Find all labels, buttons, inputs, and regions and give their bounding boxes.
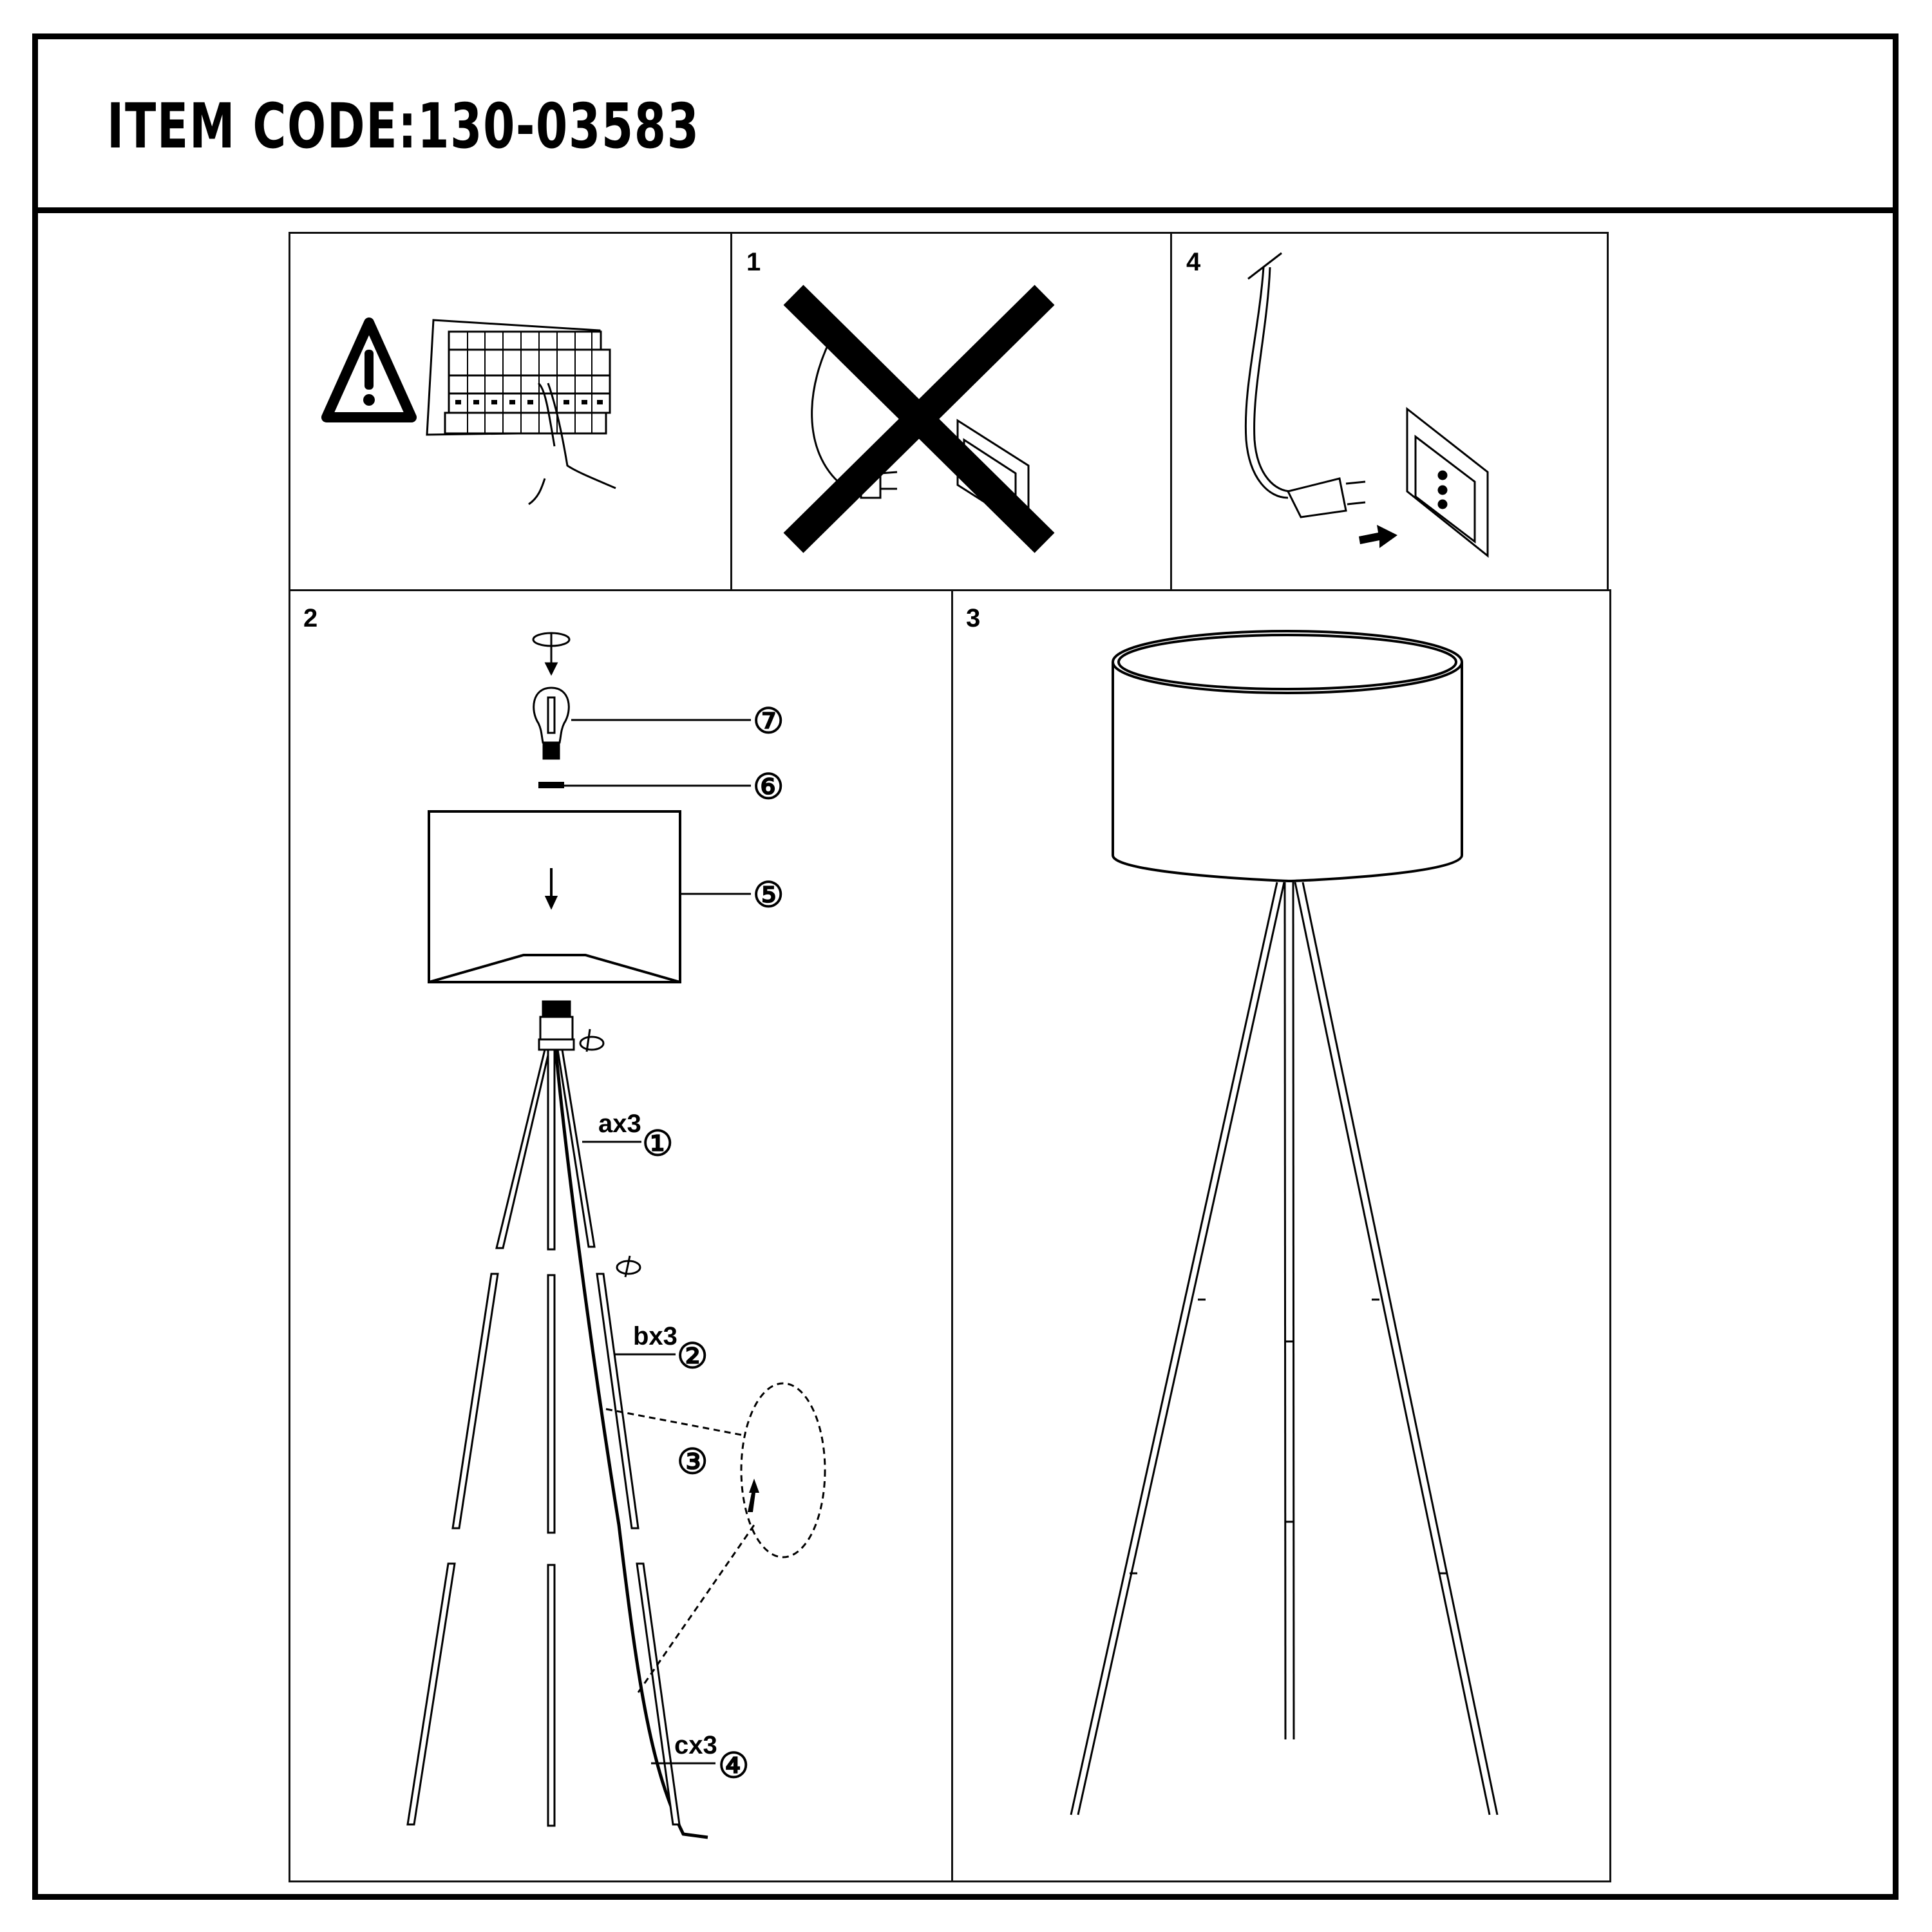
panel-warning [289,232,733,591]
warning-illustration [321,317,616,506]
circuit-breaker-panel [426,319,611,436]
leg-b-label: bx3 [633,1322,677,1350]
leg-c-label: cx3 [674,1731,717,1759]
step-number: 3 [966,604,981,632]
wall-socket-icon [1406,406,1489,558]
item-code-title: ITEM CODE:130-03583 [107,90,700,162]
callout-5: ⑤ [753,876,784,914]
hand-icon [528,382,616,506]
rotate-down-arrow-icon [532,632,571,676]
leg-section-a [495,1048,596,1251]
lamp-shade-icon [428,810,681,983]
warning-triangle-icon [321,317,417,422]
callout-1: ① [642,1124,674,1163]
callout-7: ⑦ [753,702,784,741]
step-number: 4 [1186,248,1201,276]
header-divider [32,207,1899,213]
arrow-up-icon [748,1479,759,1512]
leg-section-c [406,1562,681,1827]
panel-step-1: 1 [730,232,1172,591]
exploded-assembly [406,632,826,1839]
assembled-lamp [1070,630,1499,1815]
leg-a-label: ax3 [598,1110,641,1138]
lamp-socket-icon [538,1000,575,1051]
plug-in-illustration [1244,252,1489,558]
lamp-shade-icon [1112,630,1463,883]
step-number: 2 [303,604,318,632]
bulb-icon [533,687,570,760]
power-cable [554,1049,708,1839]
leg-section-b [451,1273,639,1534]
no-plug-illustration [783,285,1055,553]
shade-ring-icon [538,782,564,788]
page-frame [32,33,1899,1900]
callout-2: ② [677,1337,708,1376]
step-number: 1 [746,248,761,276]
cable-clip-detail [605,1382,826,1693]
panel-step-2: 2 [289,589,953,1882]
tripod-legs [1070,882,1499,1815]
callout-3: ③ [677,1443,708,1481]
callout-6: ⑥ [753,768,784,806]
callout-4: ④ [718,1747,750,1785]
panel-step-3: 3 [951,589,1611,1882]
rotate-arrow-icon [616,1255,641,1278]
panel-step-4: 4 [1170,232,1609,591]
plug-icon [1244,252,1366,518]
prohibited-x-icon [783,285,1055,553]
rotate-arrow-icon [579,1028,605,1052]
arrow-right-icon [1359,525,1397,548]
